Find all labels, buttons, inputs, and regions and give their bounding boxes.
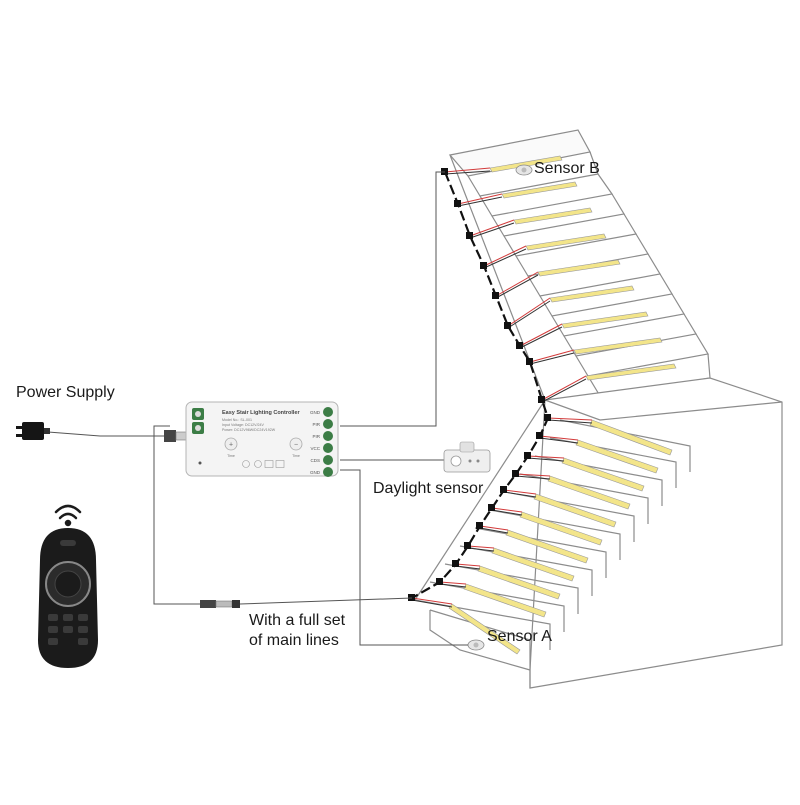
terminal-label: CDS <box>310 458 320 463</box>
controller-title: Easy Stair Lighting Controller <box>222 410 300 416</box>
power-plug-icon <box>16 422 50 440</box>
terminal-label: VCC <box>310 446 320 451</box>
time-knob-left <box>224 437 238 451</box>
svg-text:−: − <box>294 442 298 449</box>
strip-feed-wires <box>411 167 593 608</box>
led-strip <box>573 337 663 355</box>
wireless-signal-icon <box>54 504 82 527</box>
power-supply-label: Power Supply <box>16 384 115 401</box>
power-line <box>47 431 170 437</box>
main-line-connector <box>200 600 240 608</box>
stair-bus-line <box>411 171 550 599</box>
led-strip <box>505 529 589 564</box>
remote-control <box>38 504 98 668</box>
svg-text:+: + <box>229 442 233 449</box>
terminal-label: GND <box>310 410 321 415</box>
main-lines-label-line2: of main lines <box>249 632 339 649</box>
terminal-block: GND PIR PIR VCC CDS GND <box>310 407 333 477</box>
sensor-a-label: Sensor A <box>487 628 552 645</box>
controller-power: Power: DC12V96W/DC24V192W <box>222 428 276 432</box>
terminal-label: GND <box>310 470 321 475</box>
daylight-sensor-device <box>443 441 491 473</box>
certification-marks <box>242 460 285 468</box>
led-strip <box>533 493 617 528</box>
main-lines-label-line1: With a full set <box>249 612 346 629</box>
controller-input: Input Voltage: DC12V/24V <box>222 423 265 427</box>
terminal-label: PIR <box>312 434 320 439</box>
sensor-b-label: Sensor B <box>534 160 600 177</box>
sensor-a-device <box>467 639 485 651</box>
led-strip <box>519 511 603 546</box>
time-knob-right <box>289 437 303 451</box>
lower-led-strips <box>448 419 673 655</box>
led-strip <box>549 285 635 303</box>
main-lines <box>153 425 413 605</box>
led-strip <box>525 233 607 251</box>
led-strip <box>575 439 659 474</box>
sensor-wires <box>340 171 468 646</box>
sensor-b-device <box>515 164 533 176</box>
knob-right-label: Time <box>292 454 300 458</box>
led-strip <box>513 207 593 225</box>
controller-model: Model No.: SL-001 <box>222 418 252 422</box>
terminal-label: PIR <box>312 422 320 427</box>
led-strip <box>537 259 621 277</box>
led-strip <box>561 311 649 329</box>
stair-controller: Easy Stair Lighting Controller Model No.… <box>185 401 339 477</box>
led-strip <box>501 181 578 199</box>
led-strip <box>585 363 677 381</box>
led-strip <box>489 155 563 173</box>
knob-left-label: Time <box>227 454 235 458</box>
dc-jack <box>164 430 187 442</box>
upper-led-strips <box>489 155 677 381</box>
daylight-sensor-label: Daylight sensor <box>373 480 484 497</box>
